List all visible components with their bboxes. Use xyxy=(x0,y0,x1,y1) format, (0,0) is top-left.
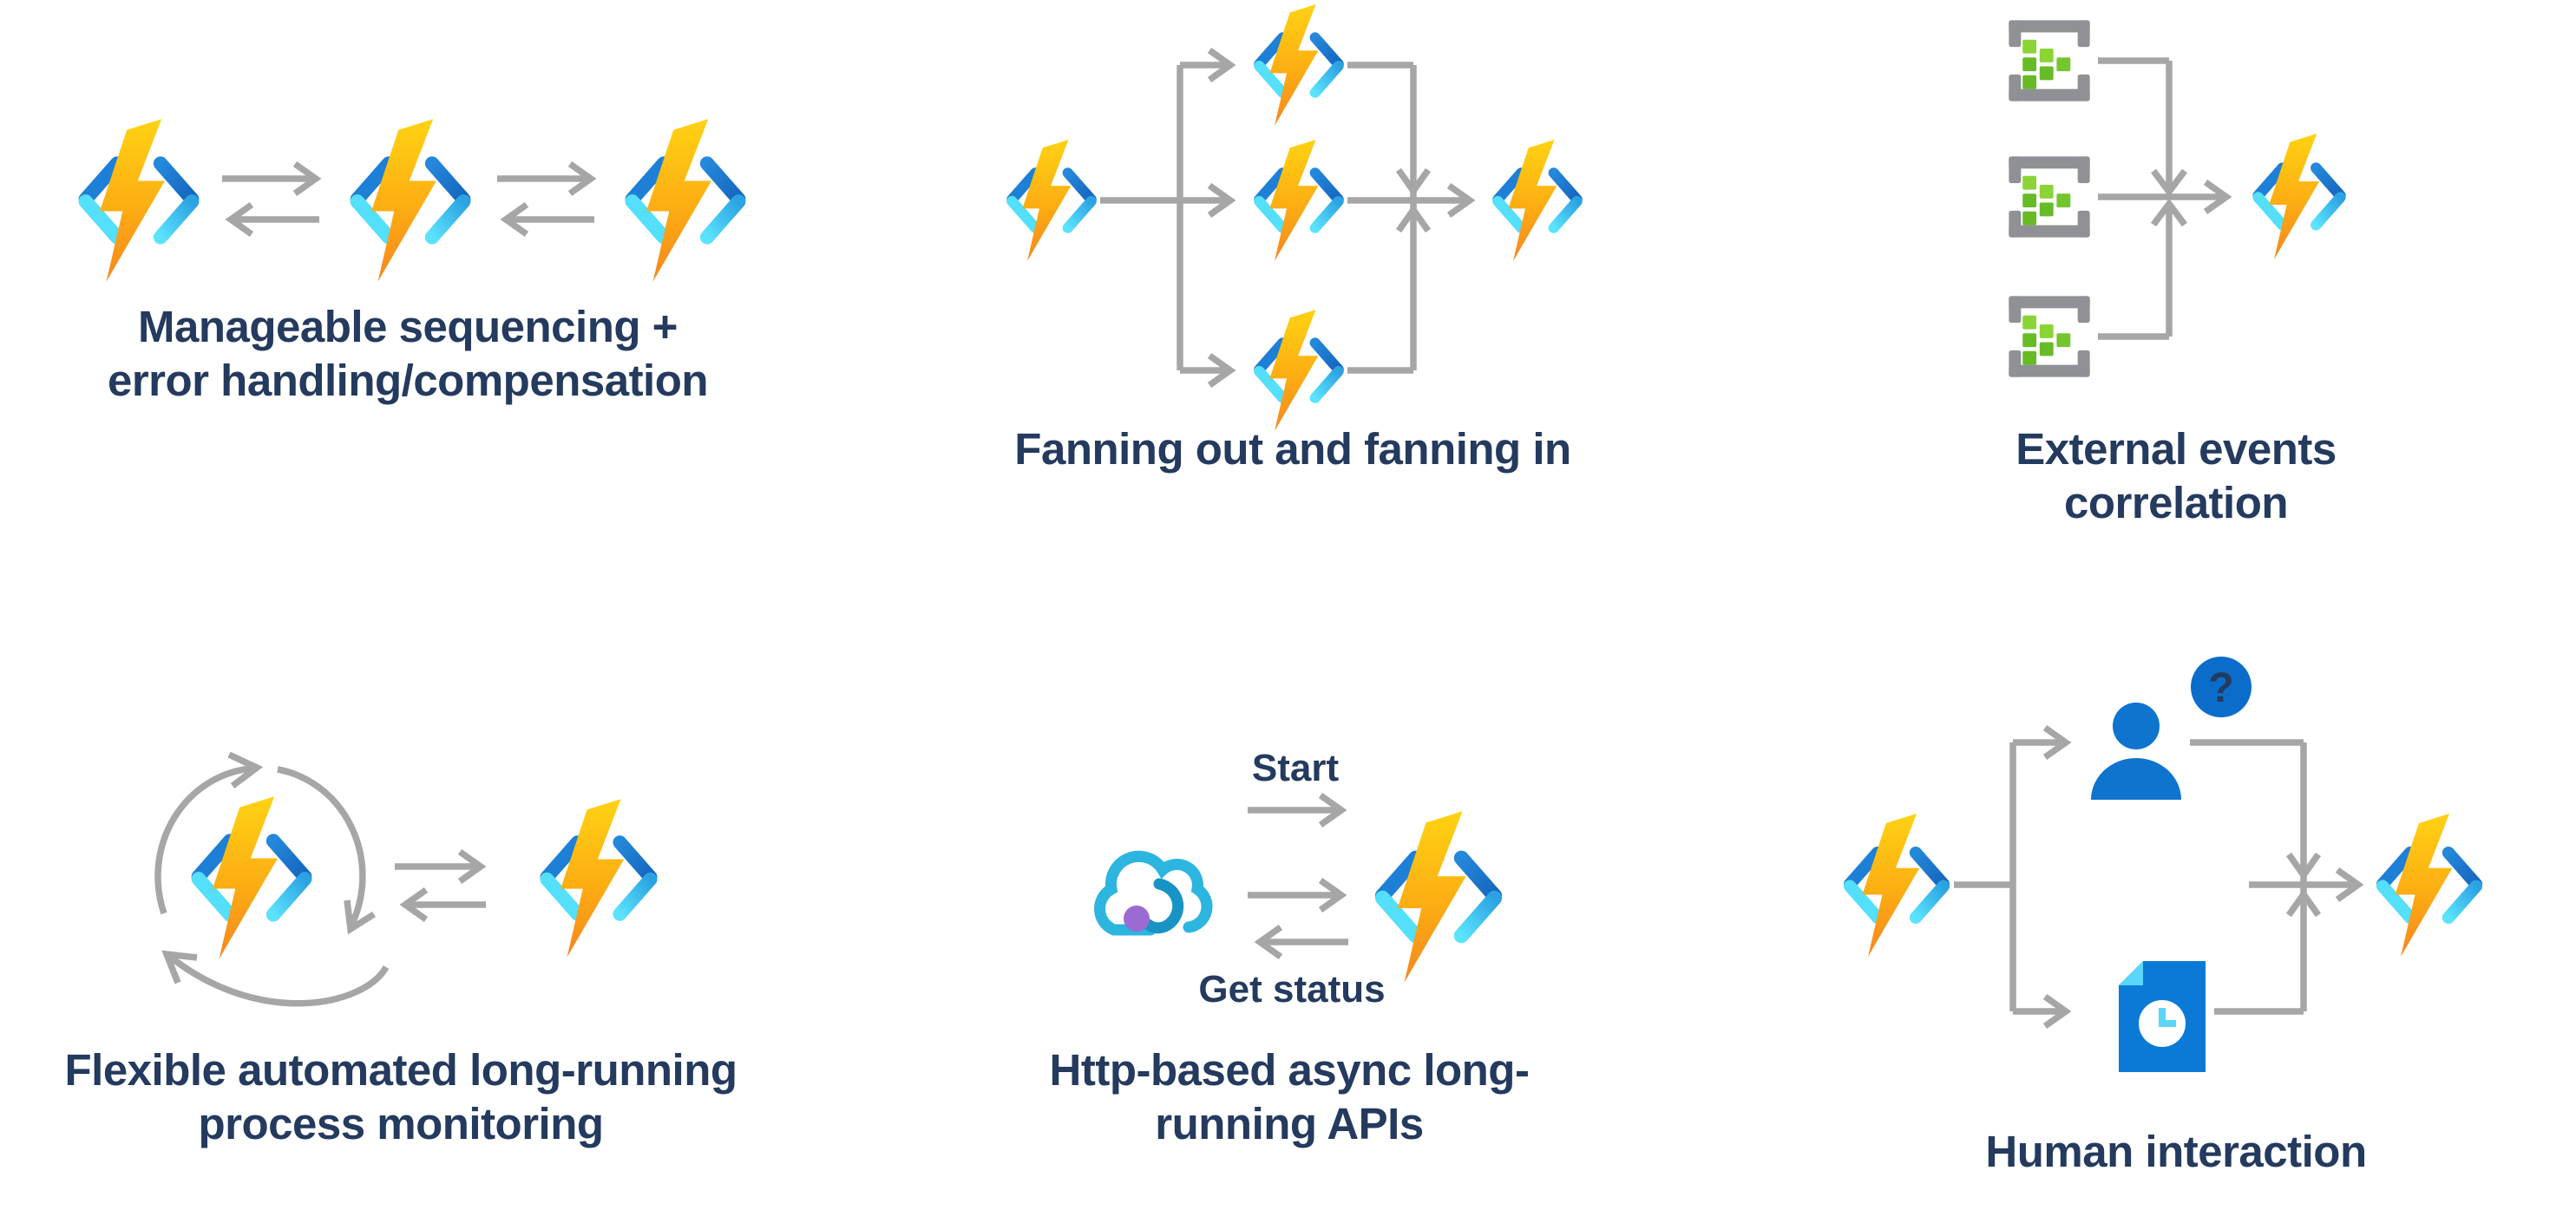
arrow-right-icon xyxy=(1207,352,1236,389)
sequencing-diagram xyxy=(86,119,739,282)
function-icon xyxy=(1498,140,1576,261)
function-icon xyxy=(86,119,193,282)
get-status-label: Get status xyxy=(1198,968,1385,1011)
caption-fan-out-in: Fanning out and fanning in xyxy=(1014,424,1571,474)
arrow-right-icon xyxy=(292,160,322,197)
function-icon xyxy=(1012,140,1091,261)
caption-human-interaction: Human interaction xyxy=(1985,1127,2367,1176)
human-connectors xyxy=(1954,724,2364,1030)
fan-out-in-diagram xyxy=(1012,4,1576,431)
arrow-right-icon xyxy=(2042,993,2072,1030)
http-async-diagram: Start Get status xyxy=(1100,747,1495,1011)
function-icon xyxy=(357,119,464,282)
function-icon xyxy=(2383,814,2476,957)
event-connectors xyxy=(2098,57,2232,340)
event-icon xyxy=(2009,296,2090,377)
arrow-head-icon xyxy=(227,751,264,788)
cycle-arc xyxy=(154,765,252,915)
function-icon xyxy=(1259,310,1338,431)
function-icon xyxy=(1382,811,1494,983)
arrow-right-icon xyxy=(457,848,487,885)
arrow-right-icon xyxy=(567,160,597,197)
cloud-api-icon xyxy=(1100,856,1208,932)
caption-http-async: Http-based async long- running APIs xyxy=(1049,1045,1530,1148)
converge-down-icon xyxy=(1395,167,1432,197)
start-label: Start xyxy=(1252,747,1340,789)
function-icon xyxy=(1259,140,1338,261)
arrow-right-icon xyxy=(1207,182,1236,219)
function-icon xyxy=(1850,814,1943,957)
converge-up-icon xyxy=(1395,204,1432,233)
converge-up-icon xyxy=(2285,888,2322,918)
document-clock-icon xyxy=(2119,961,2206,1072)
arrow-right-icon xyxy=(2335,867,2364,903)
function-icon xyxy=(2258,134,2341,259)
arrow-right-icon xyxy=(2203,179,2232,215)
question-mark: ? xyxy=(2208,665,2233,711)
converge-down-icon xyxy=(2285,852,2322,881)
function-icon xyxy=(547,799,650,958)
function-icon xyxy=(1259,4,1338,126)
caption-sequencing: Manageable sequencing + error handling/c… xyxy=(107,302,709,405)
arrow-left-icon xyxy=(500,201,529,238)
arrow-left-icon xyxy=(1254,924,1283,960)
event-icon xyxy=(2009,20,2090,101)
question-badge: ? xyxy=(2191,657,2252,717)
http-arrows xyxy=(1248,792,1348,960)
arrow-left-icon xyxy=(399,886,429,923)
arrow-right-icon xyxy=(2042,724,2072,761)
converge-up-icon xyxy=(2151,198,2187,227)
monitoring-diagram xyxy=(154,751,651,1007)
arrow-right-icon xyxy=(1318,877,1347,913)
arrow-head-icon xyxy=(344,899,376,935)
converge-down-icon xyxy=(2151,168,2187,198)
arrow-left-icon xyxy=(225,201,254,238)
cycle-arc xyxy=(167,954,390,1007)
event-icon xyxy=(2009,156,2090,238)
person-icon xyxy=(2091,703,2181,800)
arrow-head-icon xyxy=(161,950,198,984)
caption-external-events: External events correlation xyxy=(2016,424,2337,527)
human-interaction-diagram: ? xyxy=(1850,657,2476,1072)
caption-monitoring: Flexible automated long-running process … xyxy=(64,1045,738,1148)
arrow-right-icon xyxy=(1318,792,1347,828)
function-icon xyxy=(199,796,305,959)
arrow-right-icon xyxy=(1446,182,1476,219)
bidirectional-arrows xyxy=(222,160,597,238)
cycle-arrows xyxy=(154,751,487,1007)
external-events-diagram xyxy=(2009,20,2341,377)
arrow-right-icon xyxy=(1207,47,1236,83)
cycle-arc xyxy=(277,766,366,929)
fan-connectors xyxy=(1100,47,1476,389)
function-icon xyxy=(633,119,739,282)
